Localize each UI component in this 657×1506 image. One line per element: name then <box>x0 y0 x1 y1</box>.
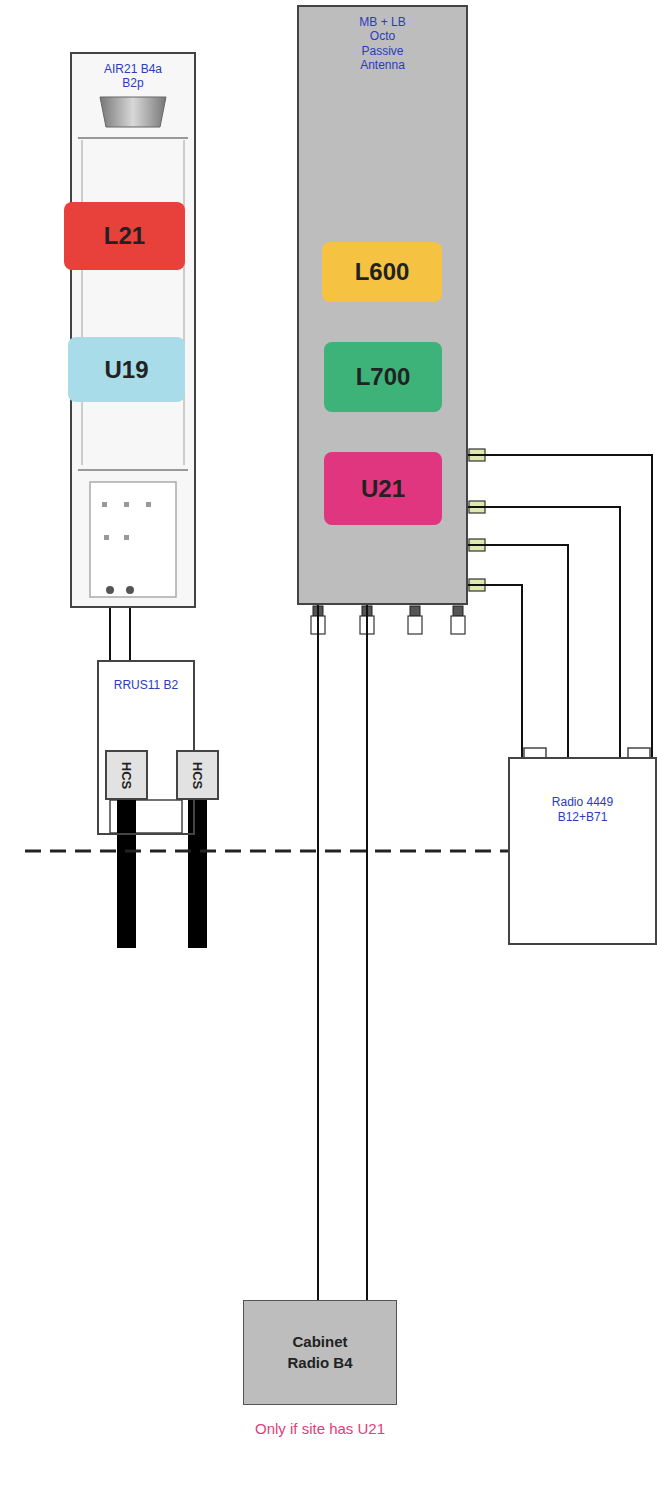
connector-dot <box>102 502 107 507</box>
hcs-cable <box>117 800 136 948</box>
hcs-cable <box>188 800 207 948</box>
node-text: L21 <box>104 222 145 250</box>
connector-dot <box>104 535 109 540</box>
rf-jumper <box>468 507 620 757</box>
node-text: RRUS11 B2 <box>111 678 181 692</box>
rf-jumper <box>129 608 131 660</box>
band-badge: L21 <box>64 202 185 270</box>
node-text: Cabinet Radio B4 <box>270 1332 370 1373</box>
jumper-port <box>126 586 134 594</box>
node-text: L600 <box>355 258 410 286</box>
radio-unit: Radio 4449 B12+B71 <box>508 757 657 945</box>
rf-port <box>410 606 420 616</box>
connector-dot <box>124 535 129 540</box>
connector-dot <box>124 502 129 507</box>
node-text: U21 <box>361 475 405 503</box>
band-badge: L700 <box>324 342 442 412</box>
radome-cap <box>100 97 166 127</box>
jumper-port <box>106 586 114 594</box>
antenna-body <box>70 52 196 608</box>
band-badge: U21 <box>324 452 442 525</box>
node-text: Radio 4449 B12+B71 <box>543 795 623 825</box>
antenna-rib <box>78 469 188 471</box>
rf-jumper <box>366 605 368 1300</box>
antenna-rail <box>183 140 185 465</box>
rf-jumper <box>468 585 522 757</box>
rf-jumper <box>317 605 319 1300</box>
node-text: AIR21 B4a B2p <box>102 62 164 91</box>
connector-dot <box>146 502 151 507</box>
node-text: U19 <box>104 356 148 384</box>
antenna-body <box>297 5 468 605</box>
cabinet-box: Cabinet Radio B4 <box>243 1300 397 1405</box>
rf-jumper <box>468 455 652 757</box>
antenna-rail <box>81 140 83 465</box>
note-text: Only if site has U21 <box>205 1420 435 1437</box>
band-badge: L600 <box>322 242 442 302</box>
radio-unit: RRUS11 B2 <box>97 660 195 835</box>
node-text: L700 <box>356 363 411 391</box>
antenna-rib <box>78 137 188 139</box>
rf-jumper <box>109 608 111 660</box>
band-badge: U19 <box>68 337 185 402</box>
hcs-box: HCS <box>105 750 148 800</box>
rf-jumper <box>468 545 568 757</box>
port-nut <box>408 616 422 634</box>
antenna-panel: MB + LB Octo Passive AntennaL600L700U21 <box>297 5 468 605</box>
antenna-panel: AIR21 B4a B2pL21U19 <box>70 52 196 608</box>
port-nut <box>451 616 465 634</box>
rf-port <box>453 606 463 616</box>
node-text: HCS <box>119 761 134 788</box>
node-text: HCS <box>190 761 205 788</box>
node-text: MB + LB Octo Passive Antenna <box>352 15 414 73</box>
hcs-box: HCS <box>176 750 219 800</box>
connector-panel <box>90 482 176 597</box>
